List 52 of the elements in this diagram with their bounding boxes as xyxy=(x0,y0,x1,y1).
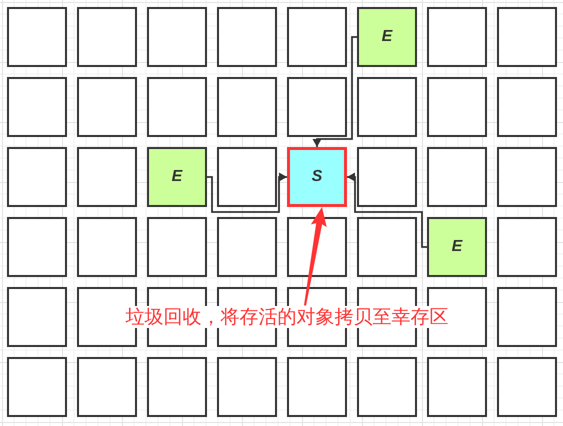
grid-square xyxy=(7,217,67,277)
grid-square xyxy=(287,7,347,67)
grid-square xyxy=(287,357,347,417)
grid-square xyxy=(7,357,67,417)
grid-square xyxy=(497,217,557,277)
arrow xyxy=(312,36,357,147)
grid-square xyxy=(287,77,347,137)
grid-square xyxy=(77,217,137,277)
grid-square xyxy=(427,7,487,67)
grid-square xyxy=(77,7,137,67)
grid-square xyxy=(77,147,137,207)
grid-square xyxy=(497,147,557,207)
grid-square xyxy=(7,77,67,137)
grid-square xyxy=(217,357,277,417)
grid-square xyxy=(357,77,417,137)
grid-square xyxy=(217,147,277,207)
grid-square xyxy=(427,217,487,277)
grid-square xyxy=(357,357,417,417)
block-letter: S xyxy=(312,169,322,185)
grid-square xyxy=(287,217,347,277)
arrow xyxy=(304,207,327,306)
grid-square xyxy=(427,147,487,207)
grid-square xyxy=(497,357,557,417)
grid-square xyxy=(147,7,207,67)
block-letter: E xyxy=(382,29,392,45)
grid-square xyxy=(7,287,67,347)
grid-square xyxy=(7,7,67,67)
grid-square xyxy=(217,217,277,277)
grid-square xyxy=(217,77,277,137)
grid-square xyxy=(217,7,277,67)
block-letter: E xyxy=(452,239,462,255)
grid-square xyxy=(287,147,347,207)
grid-square xyxy=(357,217,417,277)
grid-square xyxy=(357,147,417,207)
annotation-text: 垃圾回收，将存活的对象拷贝至幸存区 xyxy=(126,306,448,328)
grid-square xyxy=(427,77,487,137)
grid-square xyxy=(497,287,557,347)
grid-square xyxy=(427,357,487,417)
grid-square xyxy=(147,217,207,277)
arrow xyxy=(347,172,427,248)
grid-square xyxy=(147,77,207,137)
grid-square xyxy=(497,7,557,67)
grid-square xyxy=(427,287,487,347)
grid-square xyxy=(77,357,137,417)
grid-square xyxy=(7,147,67,207)
arrow xyxy=(207,172,287,213)
block-letter: E xyxy=(172,169,182,185)
grid-square xyxy=(147,357,207,417)
grid-square xyxy=(147,147,207,207)
grid-square xyxy=(357,7,417,67)
grid-square xyxy=(497,77,557,137)
grid-square xyxy=(77,77,137,137)
